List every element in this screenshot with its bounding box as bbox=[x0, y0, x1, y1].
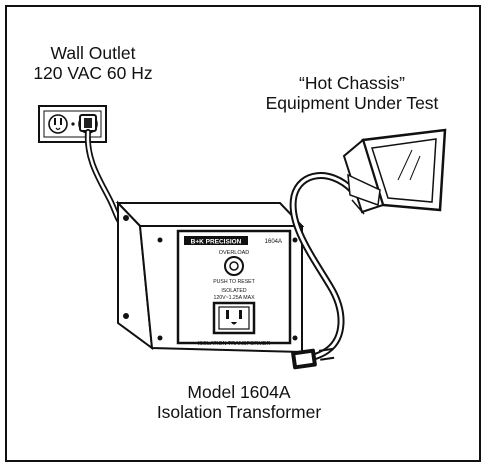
equipment-label: “Hot Chassis” Equipment Under Test bbox=[232, 73, 472, 113]
brand-text: B+K PRECISION bbox=[191, 239, 242, 246]
model-label: Model 1604A Isolation Transformer bbox=[114, 382, 364, 422]
push-to-reset-label: PUSH TO RESET bbox=[213, 279, 255, 285]
reset-button[interactable] bbox=[224, 256, 244, 276]
panel-footer-label: ISOLATION TRANSFORMER bbox=[198, 341, 271, 347]
hot-chassis-equipment bbox=[342, 128, 447, 215]
overload-label: OVERLOAD bbox=[219, 250, 250, 256]
equipment-title: “Hot Chassis” bbox=[299, 73, 405, 93]
equipment-plug bbox=[291, 347, 335, 370]
model-description: Isolation Transformer bbox=[156, 401, 322, 422]
wall-outlet-label: Wall Outlet 120 VAC 60 Hz bbox=[28, 43, 158, 83]
wall-outlet-rating: 120 VAC 60 Hz bbox=[33, 62, 153, 83]
model-number: Model 1604A bbox=[187, 382, 291, 402]
panel-model-number: 1604A bbox=[265, 239, 282, 245]
outlet-receptacle-left bbox=[48, 114, 68, 134]
wall-outlet-title: Wall Outlet bbox=[50, 43, 136, 63]
rating-label: 120V~1.25A MAX bbox=[213, 295, 255, 301]
outlet-receptacle-right bbox=[78, 114, 98, 134]
isolation-transformer: B+K PRECISION 1604A OVERLOAD PUSH TO RES… bbox=[115, 200, 305, 354]
isolated-label: ISOLATED bbox=[221, 288, 247, 294]
equipment-subtitle: Equipment Under Test bbox=[265, 92, 439, 113]
isolated-receptacle[interactable] bbox=[212, 301, 256, 335]
wall-outlet bbox=[38, 105, 107, 143]
brand-logo bbox=[184, 236, 248, 245]
